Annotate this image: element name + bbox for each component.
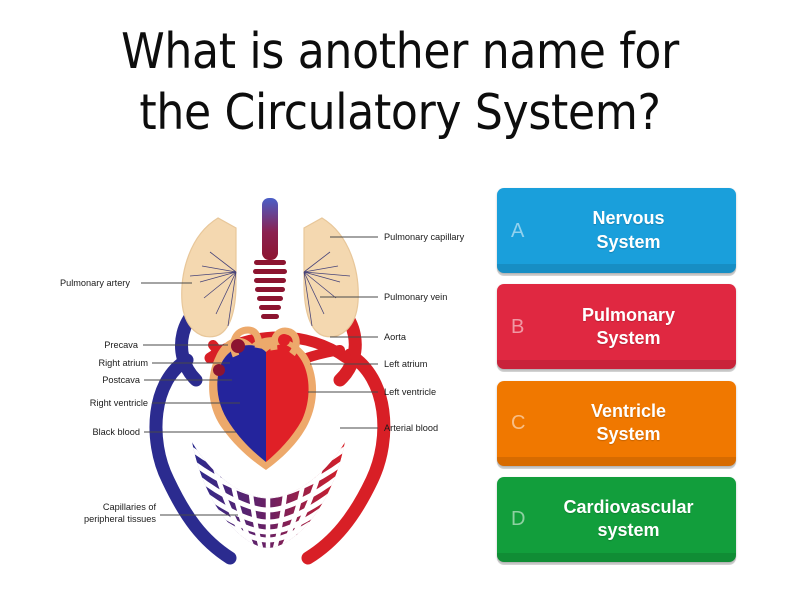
- vessel-stub-2: [270, 327, 300, 357]
- label-black-blood: Black blood: [93, 427, 141, 437]
- answer-label-c: Ventricle System: [590, 401, 667, 445]
- heart-group: [209, 326, 317, 470]
- artery-right-loop: [301, 348, 391, 565]
- answer-options-list: A Nervous System B Pulmonary System C Ve…: [497, 188, 736, 562]
- trachea: [262, 198, 278, 260]
- label-arterial-blood: Arterial blood: [384, 423, 438, 433]
- question-area: What is another name for the Circulatory…: [0, 8, 800, 158]
- answer-option-b[interactable]: B Pulmonary System: [497, 284, 736, 370]
- answer-label-a: Nervous System: [592, 208, 665, 252]
- answer-label-d: Cardiovascular system: [563, 497, 694, 541]
- answer-option-a[interactable]: A Nervous System: [497, 188, 736, 273]
- answer-letter-c: C: [511, 412, 526, 435]
- answer-option-c[interactable]: C Ventricle System: [497, 380, 736, 466]
- heart-right-side-deoxygenated: [217, 345, 266, 462]
- label-capillaries-line2: peripheral tissues: [84, 514, 156, 524]
- label-pulmonary-vein: Pulmonary vein: [384, 292, 447, 302]
- label-precava: Precava: [104, 340, 139, 350]
- vena-cava-opening: [231, 339, 245, 353]
- label-pulmonary-capillary: Pulmonary capillary: [384, 232, 465, 242]
- label-right-ventricle: Right ventricle: [90, 398, 148, 408]
- right-lung: [303, 217, 359, 338]
- label-capillaries-line1: Capillaries of: [103, 502, 157, 512]
- answer-letter-b: B: [511, 315, 525, 338]
- heart-left-side-oxygenated: [266, 344, 309, 462]
- vein-opening: [213, 364, 225, 376]
- answer-letter-a: A: [511, 219, 525, 242]
- leader-lines-right: [308, 236, 378, 429]
- label-right-atrium: Right atrium: [98, 358, 148, 368]
- aorta-opening: [278, 334, 290, 346]
- label-aorta: Aorta: [384, 332, 407, 342]
- label-left-ventricle: Left ventricle: [384, 387, 436, 397]
- diagram-image: Pulmonary artery Precava Right atrium Po…: [60, 198, 465, 565]
- leader-lines-left: [141, 282, 240, 516]
- lungs-group: [181, 198, 359, 338]
- circulatory-system-diagram: Pulmonary artery Precava Right atrium Po…: [40, 180, 490, 570]
- vein-left-loop: [149, 353, 237, 565]
- left-lung: [181, 217, 237, 338]
- answer-label-b: Pulmonary System: [581, 304, 676, 348]
- answer-option-d[interactable]: D Cardiovascular system: [497, 476, 736, 562]
- label-postcava: Postcava: [102, 375, 141, 385]
- label-pulmonary-artery: Pulmonary artery: [60, 278, 130, 288]
- bronchi-rings: [253, 260, 287, 319]
- label-left-atrium: Left atrium: [384, 359, 428, 369]
- answer-letter-d: D: [511, 508, 526, 531]
- page-title: What is another name for the Circulatory…: [121, 23, 679, 141]
